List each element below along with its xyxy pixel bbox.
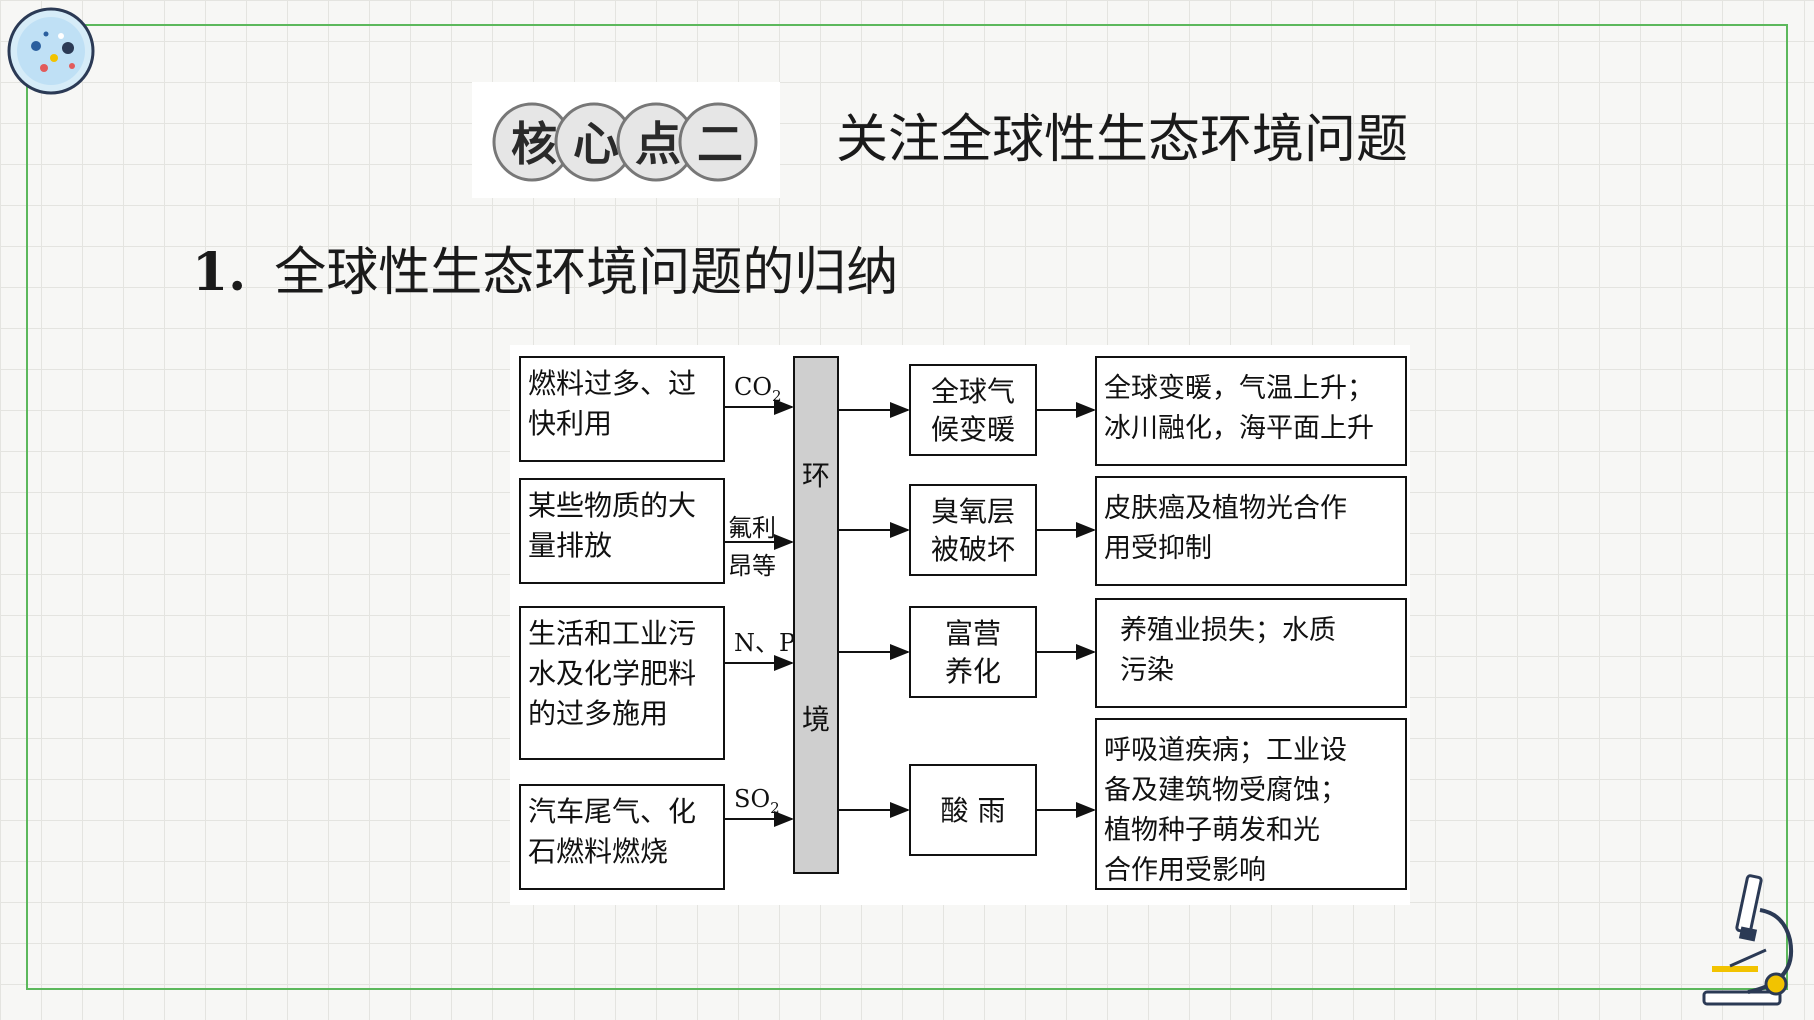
badge-char-3: 点 [616,102,696,182]
cause-text: 汽车尾气、化 [528,795,696,828]
cause-text: 量排放 [528,529,612,562]
problem-text: 富营 [945,617,1001,650]
substance-label: CO2 [734,373,782,405]
section-title: 全球性生态环境问题的归纳 [274,243,899,303]
badge-char-4: 二 [678,102,758,182]
environment-bar-label: 境 [802,703,830,736]
effect-text: 备及建筑物受腐蚀； [1104,775,1347,806]
problem-box [909,764,1037,856]
effect-text: 养殖业损失；水质 [1120,615,1336,646]
cause-text: 某些物质的大 [528,489,696,522]
slide-frame [26,24,1788,990]
substance-label: 昂等 [728,552,776,580]
problem-box [909,484,1037,576]
badge-char-label: 二 [697,117,743,171]
substance-label: 氟利 [728,514,776,542]
problem-text: 酸 雨 [941,794,1006,827]
problem-text: 养化 [945,655,1001,688]
cause-text: 的过多施用 [528,697,668,730]
cause-text: 生活和工业污 [528,617,696,650]
corner-logo-icon [6,6,96,96]
effect-text: 污染 [1120,655,1174,686]
problem-box [909,606,1037,698]
problem-text: 全球气 [931,375,1015,408]
core-point-badge: 核 心 点 二 [472,82,780,198]
effect-text: 植物种子萌发和光 [1104,815,1320,846]
effect-text: 呼吸道疾病；工业设 [1104,735,1347,766]
cause-text: 快利用 [528,407,612,440]
problem-box [909,364,1037,456]
problem-text: 臭氧层 [931,495,1015,528]
cause-box [519,606,725,760]
effect-box [1095,476,1407,586]
environment-bar-label: 环 [802,459,830,492]
effect-box [1095,356,1407,466]
page-title: 关注全球性生态环境问题 [836,110,1409,170]
section-number: 1. [192,242,247,303]
effect-text: 全球变暖，气温上升； [1104,373,1374,404]
problem-text: 被破坏 [931,533,1015,566]
cause-text: 石燃料燃烧 [528,835,668,868]
microscope-icon [1690,870,1810,1010]
effect-box [1095,598,1407,708]
substance-label: N、P [734,629,795,657]
effect-text: 用受抑制 [1104,533,1212,564]
problem-text: 候变暖 [931,413,1015,446]
environment-bar [793,356,839,874]
environment-problems-diagram: 环境 燃料过多、过快利用 CO2 全球气候变暖 全球变暖，气温上升； 冰川融化，海平面上升… [510,345,1410,905]
badge-char-label: 点 [635,117,681,171]
effect-text: 合作用受影响 [1104,855,1266,886]
cause-box [519,784,725,890]
substance-label: SO2 [734,785,780,817]
effect-text: 皮肤癌及植物光合作 [1104,493,1347,524]
badge-char-1: 核 [492,102,572,182]
badge-char-label: 核 [511,117,557,171]
section-heading: 1. 全球性生态环境问题的归纳 [192,238,898,308]
cause-box [519,356,725,462]
effect-box [1095,718,1407,890]
effect-text: 冰川融化，海平面上升 [1104,413,1374,444]
cause-text: 燃料过多、过 [528,367,696,400]
cause-text: 水及化学肥料 [528,657,696,690]
badge-char-label: 心 [573,117,619,171]
cause-box [519,478,725,584]
